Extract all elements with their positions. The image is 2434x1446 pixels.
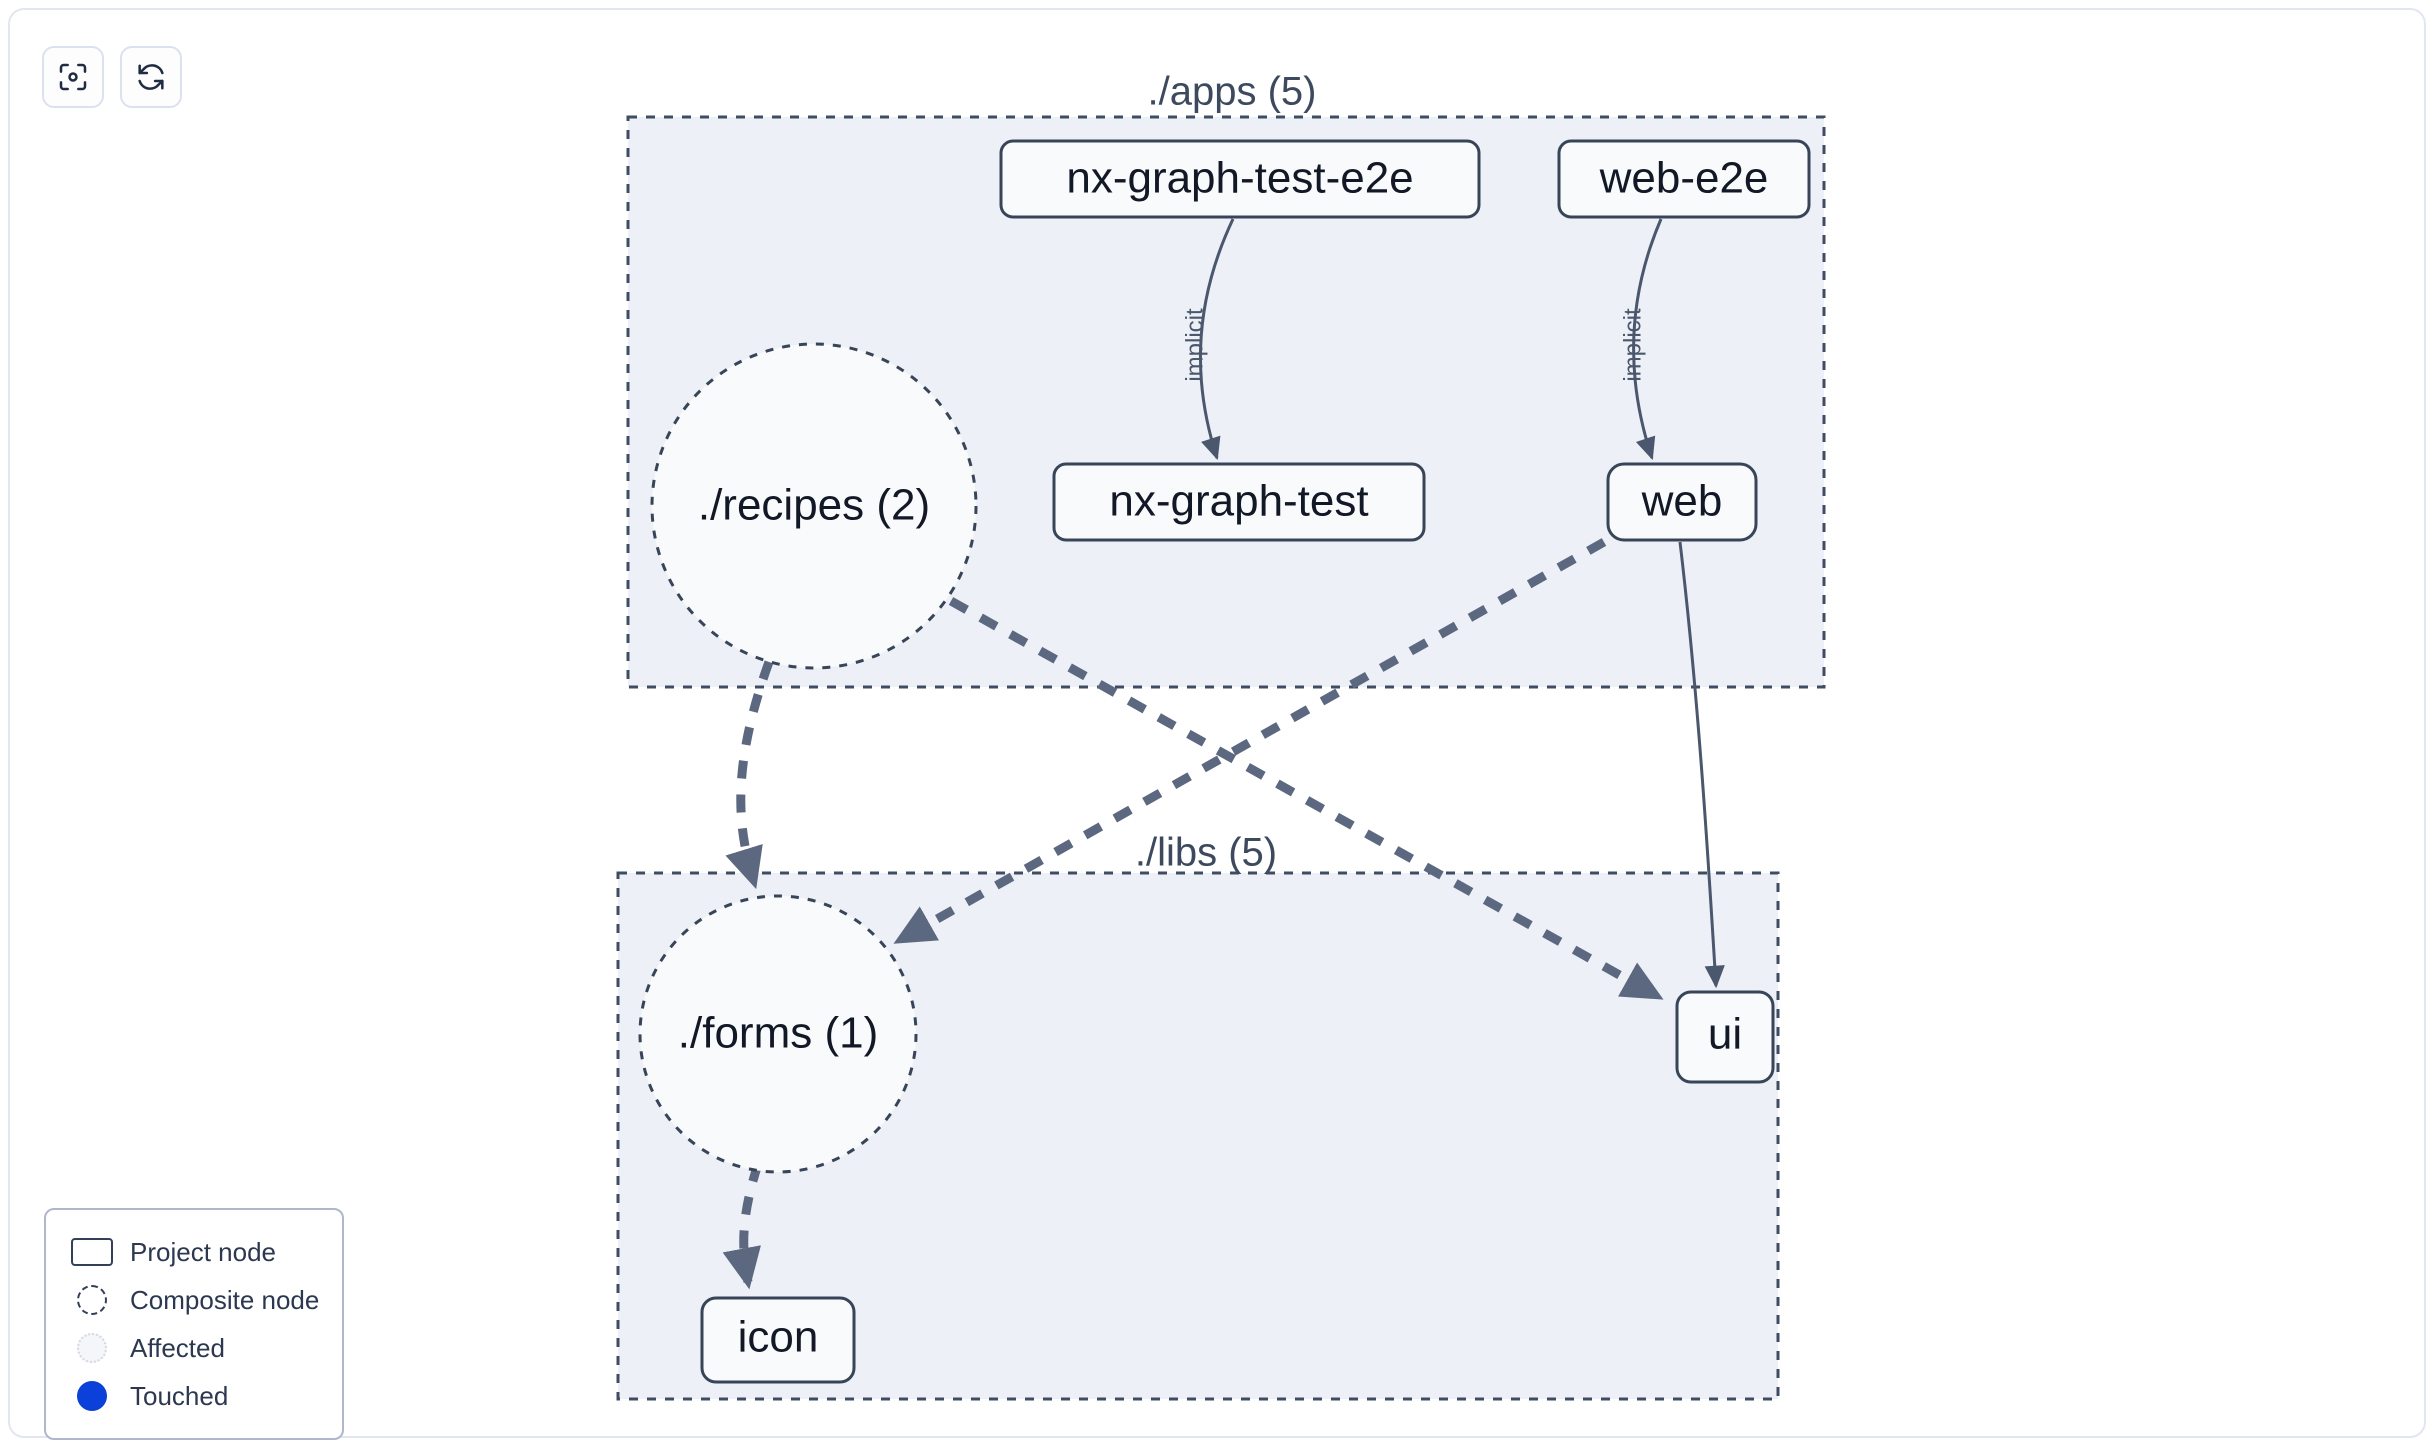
project-node-swatch [66, 1238, 118, 1266]
node-web[interactable]: web [1606, 462, 1758, 542]
legend-label: Affected [130, 1332, 225, 1363]
node-web-label: web [1641, 477, 1723, 526]
graph-edges: implicit implicit [722, 218, 1725, 1290]
affected-swatch [66, 1333, 118, 1363]
edge-label-implicit: implicit [1619, 308, 1646, 382]
node-ui-label: ui [1708, 1010, 1742, 1059]
edge-label-implicit: implicit [1181, 308, 1208, 382]
node-nx-graph-test-label: nx-graph-test [1109, 477, 1368, 526]
legend-item-affected: Affected [66, 1324, 322, 1372]
node-nx-graph-test-e2e[interactable]: nx-graph-test-e2e [999, 139, 1481, 219]
composite-node-circle[interactable] [638, 894, 918, 1174]
node-recipes[interactable]: ./recipes (2) [650, 342, 978, 670]
edge-recipes-to-forms[interactable] [725, 660, 774, 890]
group-apps-label: ./apps (5) [1148, 70, 1317, 114]
project-graph[interactable]: ./apps (5) ./libs (5) implicit [10, 10, 2428, 1440]
node-forms[interactable]: ./forms (1) [638, 894, 918, 1174]
project-node-rect[interactable] [700, 1296, 856, 1384]
legend-item-project-node: Project node [66, 1228, 322, 1276]
edge-web-e2e-to-web[interactable]: implicit [1619, 218, 1663, 461]
node-icon-label: icon [738, 1313, 819, 1362]
edge-nx-graph-test-e2e-to-nx-graph-test[interactable]: implicit [1181, 218, 1235, 461]
node-web-e2e-label: web-e2e [1599, 154, 1769, 203]
node-nx-graph-test-e2e-label: nx-graph-test-e2e [1066, 154, 1413, 203]
edge-forms-to-icon[interactable] [722, 1162, 763, 1290]
composite-node-circle[interactable] [650, 342, 978, 670]
node-recipes-label: ./recipes (2) [698, 481, 930, 530]
composite-node-swatch [66, 1285, 118, 1315]
legend-item-touched: Touched [66, 1372, 322, 1420]
edge-web-to-ui[interactable] [1678, 541, 1725, 989]
project-node-rect[interactable] [1557, 139, 1811, 219]
node-forms-label: ./forms (1) [678, 1009, 878, 1058]
edge-path[interactable] [1198, 218, 1235, 461]
project-node-rect[interactable] [1675, 990, 1775, 1084]
project-node-rect[interactable] [1052, 462, 1426, 542]
project-node-rect[interactable] [999, 139, 1481, 219]
focus-target-icon [57, 61, 89, 93]
node-nx-graph-test[interactable]: nx-graph-test [1052, 462, 1426, 542]
legend-label: Project node [130, 1236, 276, 1267]
legend-label: Touched [130, 1380, 229, 1411]
refresh-icon [135, 61, 167, 93]
legend-label: Composite node [130, 1284, 320, 1315]
touched-swatch [66, 1381, 118, 1411]
project-node-rect[interactable] [1606, 462, 1758, 542]
node-ui[interactable]: ui [1675, 990, 1775, 1084]
graph-legend: Project node Composite node Affected Tou… [44, 1208, 344, 1440]
refresh-graph-button[interactable] [120, 46, 182, 108]
graph-toolbar [42, 46, 182, 108]
node-web-e2e[interactable]: web-e2e [1557, 139, 1811, 219]
node-icon[interactable]: icon [700, 1296, 856, 1384]
edge-path[interactable] [1632, 218, 1663, 461]
legend-item-composite-node: Composite node [66, 1276, 322, 1324]
focus-graph-button[interactable] [42, 46, 104, 108]
graph-canvas-panel[interactable]: ./apps (5) ./libs (5) implicit [8, 8, 2428, 1440]
group-libs-label: ./libs (5) [1135, 831, 1277, 875]
